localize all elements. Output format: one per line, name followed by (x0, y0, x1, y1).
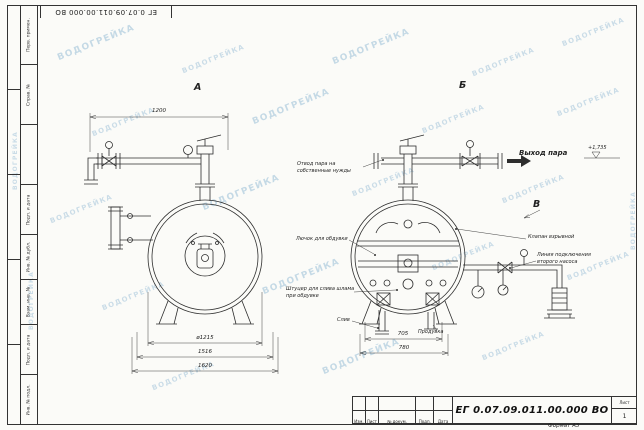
steam-outlet-label: Выход пара (519, 149, 568, 157)
steam-own-needs-label: Отвод пара на собственные нужды (297, 161, 351, 174)
col-doc: № докум. (379, 411, 417, 425)
col-izm: Изм. (353, 411, 366, 425)
sheet-border (7, 5, 637, 425)
explosion-valve-label: Клапан взрывной (528, 234, 575, 240)
drain-label: Слив (337, 317, 350, 323)
sheet-value: 1 (622, 413, 627, 420)
frame-left-strip-outer (7, 5, 21, 425)
dim-1516: 1516 (198, 349, 212, 355)
frame-cell (7, 5, 20, 90)
vessel-front-view (84, 134, 263, 325)
frame-cell (7, 175, 20, 260)
col-date: Дата (437, 419, 449, 424)
view-label-a: А (194, 82, 202, 93)
dim-diameter: ø1215 (196, 335, 214, 341)
dim-1620: 1620 (198, 363, 212, 369)
frame-cell: Справ. № (21, 65, 37, 125)
frame-cell (7, 90, 20, 175)
blowdown-label: Продувка (418, 329, 444, 335)
title-block-revision-grid: Изм. Лист № докум. Подп. Дата (353, 397, 453, 425)
title-block-cell (379, 397, 417, 410)
second-pump-line-label: Линия подключения второго насоса (537, 252, 591, 265)
dim-780: 780 (398, 345, 410, 351)
frame-cell: Взам. инв. № (21, 280, 37, 325)
title-block: Изм. Лист № докум. Подп. Дата ЕГ 0.07.09… (352, 396, 637, 425)
title-block-cell (416, 397, 435, 410)
title-block-cell (353, 397, 366, 410)
frame-cell: Перв. примен. (21, 5, 37, 65)
frame-cell (21, 125, 37, 185)
frame-cell (7, 260, 20, 345)
leader-lines (348, 159, 541, 331)
blow-hatch-label: Лючок для обдувки (296, 236, 348, 242)
frame-left-strip-inner: Перв. примен. Справ. № Подп. и дата Инв.… (21, 5, 38, 425)
frame-cell: Подп. и дата (21, 185, 37, 235)
doc-number: ЕГ 0.07.09.011.00.000 ВО (455, 404, 609, 416)
title-block-sheet-box: Лист 1 (611, 397, 637, 423)
dim-705: 705 (397, 331, 409, 337)
dim-1200: 1200 (152, 108, 166, 114)
vessel-section-view (350, 134, 620, 335)
sheet-label: Лист (612, 397, 637, 409)
view-label-v: В (533, 199, 541, 210)
frame-cell: Подп. и дата (21, 325, 37, 375)
view-label-b: Б (459, 80, 467, 91)
elevation-label: +1,735 (588, 145, 607, 151)
format-label: Формат А3 (548, 423, 580, 429)
dimension-lines (89, 113, 449, 374)
title-block-cell (434, 397, 452, 410)
col-sign: Подп. (416, 411, 435, 425)
drain-fitting-label: Штуцер для слива шлама при обдувке (286, 286, 355, 299)
frame-cell: Инв. № дубл. (21, 235, 37, 280)
pump-piping (463, 249, 575, 319)
title-block-cell (366, 397, 379, 410)
col-list: Лист (366, 411, 379, 425)
